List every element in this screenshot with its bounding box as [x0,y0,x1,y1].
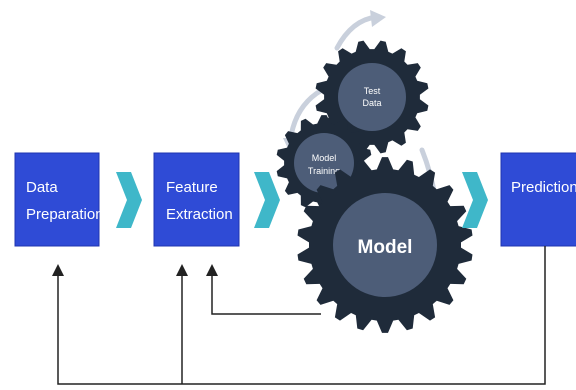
data-preparation-line2: Preparation [26,206,104,223]
chevron-right-icon [462,172,488,228]
predictions-box: Predictions [500,152,576,247]
test-data-line2: Data [362,98,381,108]
chevron-right-icon [116,172,142,228]
arrowhead-top-icon [370,10,386,27]
model-training-line1: Model [312,153,337,163]
data-preparation-box: Data Preparation [14,152,104,247]
feedback-arrow-to-data-preparation [52,246,546,385]
feedback-arrow-from-model [206,264,321,315]
feature-extraction-box: Feature Extraction [153,152,240,247]
model-training-line2: Training [308,166,340,176]
test-data-gear-hub [338,63,406,131]
model-gear: Model [297,157,473,333]
model-gear-hub [333,193,437,297]
feature-extraction-rect [153,152,240,247]
chevron-right-icon [254,172,280,228]
test-data-line1: Test [364,86,381,96]
data-preparation-line1: Data [26,179,58,196]
curved-arrow-top [334,14,379,51]
predictions-label: Predictions [511,179,576,196]
feature-extraction-line1: Feature [166,179,218,196]
predictions-rect [500,152,576,247]
feedback-lines [52,246,546,385]
feature-extraction-line2: Extraction [166,206,233,223]
model-label: Model [358,237,413,258]
data-preparation-rect [14,152,100,247]
